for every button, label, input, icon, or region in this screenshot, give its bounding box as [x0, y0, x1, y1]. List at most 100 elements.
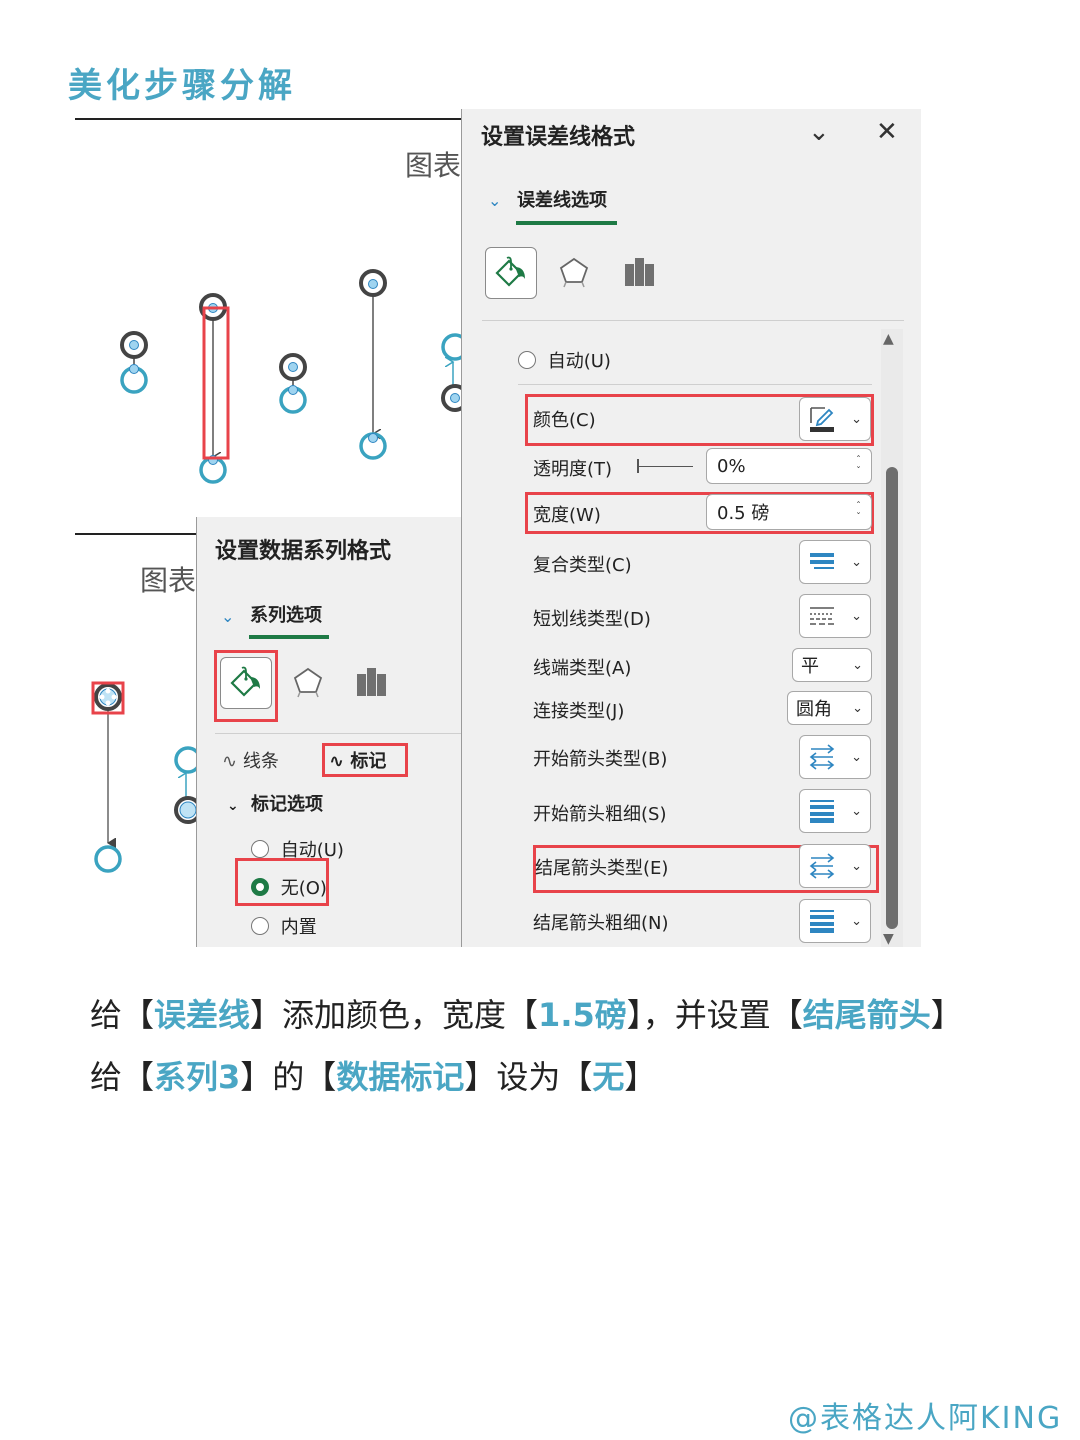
begin-arrow-size-dropdown[interactable]: ⌄ [799, 789, 871, 833]
radio-auto-circle[interactable] [518, 351, 536, 369]
begin-arrow-size-label: 开始箭头粗细(S) [533, 804, 667, 825]
pentagon-icon [559, 257, 589, 288]
radio-builtin[interactable]: 内置 [251, 913, 317, 939]
scroll-up-icon[interactable]: ▲ [883, 331, 894, 347]
error-bar-chart-top[interactable] [75, 112, 462, 522]
transparency-slider[interactable] [637, 466, 693, 467]
subtab-marker-label: 标记 [350, 751, 387, 772]
tab-effects[interactable] [549, 247, 599, 297]
chevron-down-icon: ⌄ [851, 554, 862, 570]
tab-effects[interactable] [283, 657, 333, 707]
subtab-line-label: 线条 [242, 751, 279, 772]
chart-top: 图表 [75, 112, 462, 522]
tabs-separator [215, 733, 463, 734]
width-label: 宽度(W) [533, 505, 601, 526]
highlight-marker-subtab [322, 743, 408, 777]
chart-top-label: 图表 [405, 149, 462, 182]
line-icon: ∿ [222, 751, 238, 772]
radio-auto-circle[interactable] [251, 840, 269, 858]
marker-options-toggle[interactable]: ⌄ 标记选项 [227, 790, 323, 816]
tab-series-options[interactable]: 系列选项 [250, 605, 322, 626]
pentagon-icon [293, 667, 323, 698]
radio-auto[interactable]: 自动(U) [518, 347, 611, 373]
tab-error-bar-options-icon[interactable] [615, 247, 665, 297]
chevron-down-icon: ⌄ [851, 913, 862, 929]
caption-text: 给【 [90, 996, 155, 1034]
arrows-icon [809, 853, 835, 879]
caption-highlight: 系列3 [154, 1058, 241, 1096]
format-error-bars-pane: 设置误差线格式 ⌄ ✕ ⌄ 误差线选项 ▲ ▼ 自动(U) 颜色(C) ⌄ 透明… [461, 109, 921, 947]
chart-bottom-label: 图表 [140, 564, 197, 597]
arrows-icon [809, 744, 835, 770]
watermark: @表格达人阿KING [788, 1401, 1063, 1436]
compound-type-dropdown[interactable]: ⌄ [799, 540, 871, 584]
tabs-separator [482, 320, 904, 321]
caption-highlight: 误差线 [154, 996, 251, 1034]
chevron-down-icon: ⌄ [851, 608, 862, 624]
join-type-dropdown[interactable]: 圆角 ⌄ [787, 691, 872, 725]
compound-type-label: 复合类型(C) [533, 555, 632, 576]
caption-text: 】 [624, 1058, 657, 1096]
chevron-down-icon: ⌄ [227, 798, 239, 814]
end-arrow-type-dropdown[interactable]: ⌄ [799, 844, 871, 888]
cap-type-label: 线端类型(A) [533, 658, 632, 679]
caption-highlight: 无 [592, 1058, 625, 1096]
highlight-radio-none [235, 858, 329, 906]
subtab-marker[interactable]: ∿ 标记 [329, 747, 386, 773]
caption-text: 】添加颜色，宽度【 [250, 996, 539, 1034]
begin-arrow-type-label: 开始箭头类型(B) [533, 749, 668, 770]
transparency-label: 透明度(T) [533, 459, 613, 480]
radio-auto[interactable]: 自动(U) [251, 836, 344, 862]
begin-arrow-type-dropdown[interactable]: ⌄ [799, 735, 871, 779]
chevron-down-icon: ⌄ [851, 858, 862, 874]
color-picker-button[interactable]: ⌄ [799, 397, 871, 441]
chevron-down-icon[interactable]: ⌄ [808, 117, 830, 147]
marker-line-icon: ∿ [329, 751, 345, 772]
tab-series-options-icon[interactable] [347, 657, 397, 707]
radio-none[interactable]: 无(O) [251, 874, 327, 900]
error-bar-chart-bottom[interactable] [75, 525, 197, 945]
transparency-slider-handle[interactable] [637, 459, 639, 473]
tab-error-bar-options[interactable]: 误差线选项 [517, 190, 607, 211]
radio-builtin-circle[interactable] [251, 917, 269, 935]
highlight-color-row [525, 394, 874, 446]
chevron-down-icon[interactable]: ⌄ [221, 607, 235, 626]
chevron-down-icon: ⌄ [852, 657, 863, 673]
caption-text: 给【 [90, 1058, 155, 1096]
chart-bottom-border [75, 533, 197, 535]
tab-fill-line[interactable] [220, 657, 272, 709]
error-pane-title: 设置误差线格式 [481, 125, 636, 150]
chevron-down-icon: ⌄ [851, 749, 862, 765]
end-arrow-type-label: 结尾箭头类型(E) [535, 858, 669, 879]
paint-bucket-icon [495, 256, 525, 287]
marker-options-title: 标记选项 [251, 794, 324, 815]
radio-none-circle[interactable] [251, 878, 269, 896]
bar-chart-icon [625, 258, 654, 286]
line-weight-icon [810, 800, 834, 823]
caption-highlight: 1.5磅 [538, 996, 627, 1034]
chevron-down-icon: ⌄ [851, 411, 862, 427]
width-value: 0.5 磅 [717, 503, 770, 524]
end-arrow-size-dropdown[interactable]: ⌄ [799, 899, 871, 943]
page-title: 美化步骤分解 [68, 66, 296, 106]
highlight-width-row [525, 492, 874, 534]
cap-type-dropdown[interactable]: 平 ⌄ [792, 648, 872, 682]
close-icon[interactable]: ✕ [876, 117, 898, 147]
format-data-series-pane: 设置数据系列格式 ⌄ 系列选项 ∿ 线条 ∿ 标记 ⌄ 标记选项 自动(U) 无… [196, 517, 463, 947]
dash-type-dropdown[interactable]: ⌄ [799, 594, 871, 638]
caption-line-2: 给【系列3】的【数据标记】设为【无】 [90, 1052, 656, 1098]
chevron-down-icon[interactable]: ⌄ [488, 191, 502, 210]
scroll-down-icon[interactable]: ▼ [883, 931, 894, 947]
section-separator [518, 384, 872, 385]
subtab-line[interactable]: ∿ 线条 [222, 747, 279, 773]
tab-fill-line[interactable] [485, 247, 537, 299]
scrollbar-thumb[interactable] [886, 467, 898, 929]
dash-type-label: 短划线类型(D) [533, 609, 651, 630]
highlight-fill-tab [214, 650, 278, 722]
join-type-label: 连接类型(J) [533, 701, 625, 722]
radio-auto-label: 自动(U) [547, 351, 611, 372]
